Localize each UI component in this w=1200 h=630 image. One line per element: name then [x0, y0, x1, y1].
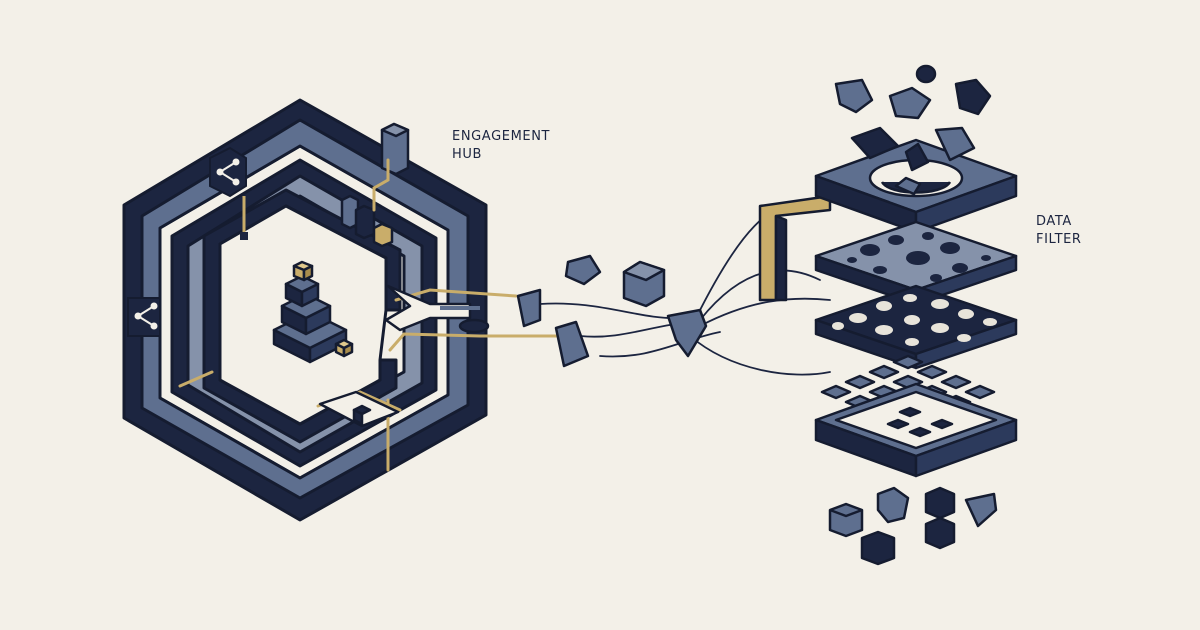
data-filter	[758, 138, 1018, 478]
filter-label-line1: DATA	[1036, 214, 1072, 229]
engagement-hub-label: ENGAGEMENT HUB	[452, 128, 550, 164]
hub-label-line2: HUB	[452, 147, 483, 162]
filter-input-pieces	[834, 64, 992, 172]
filter-output-cubes	[828, 486, 998, 566]
hub-outer-ring-face	[140, 118, 470, 500]
share-icon	[127, 297, 161, 337]
share-icon	[209, 146, 248, 240]
hub-label-line1: ENGAGEMENT	[452, 129, 551, 144]
filter-label-line2: FILTER	[1036, 232, 1082, 247]
data-filter-label: DATA FILTER	[1036, 213, 1082, 249]
hub-cube-stack	[272, 260, 354, 364]
flow-fragments	[516, 254, 708, 368]
hub-branch-pipe	[318, 284, 490, 428]
